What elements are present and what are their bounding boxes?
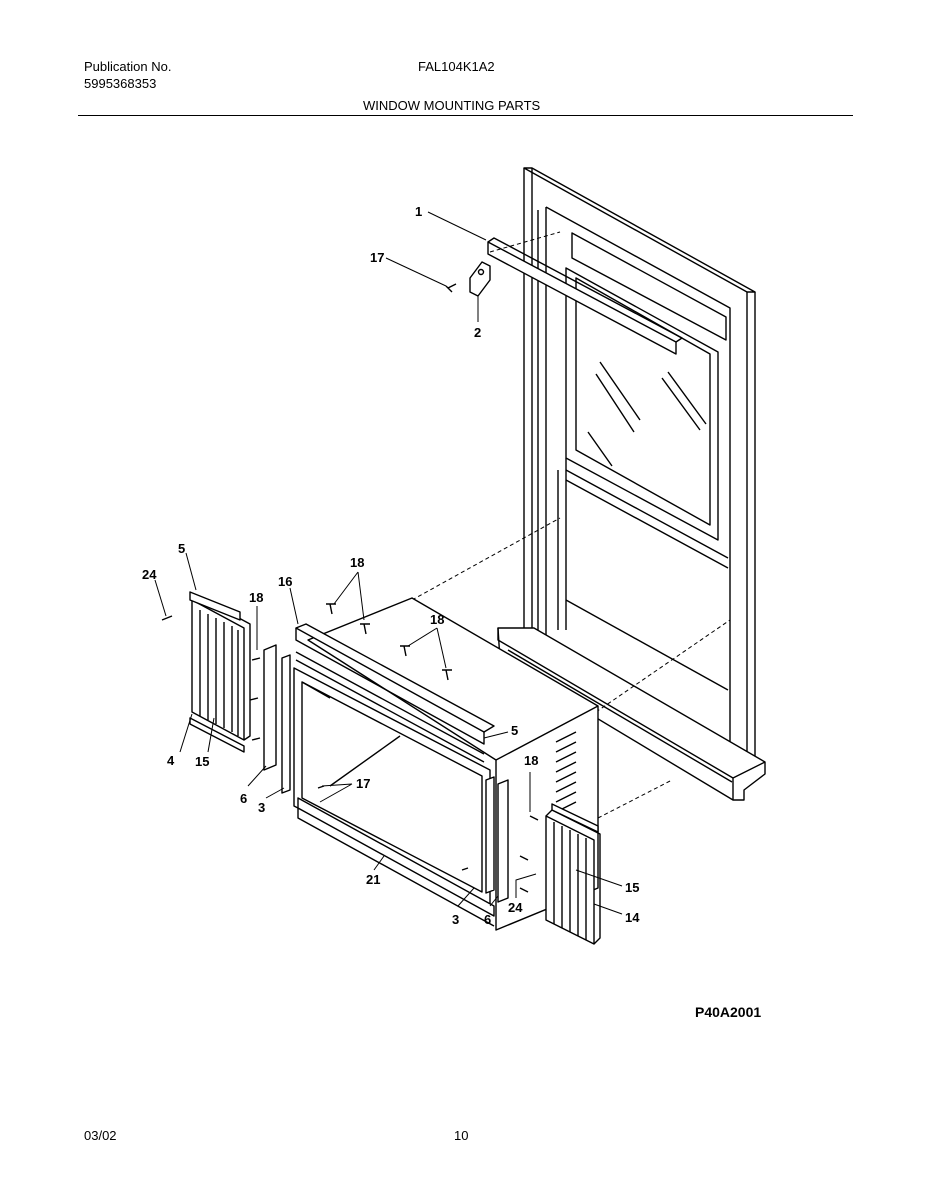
callout-21: 21 (366, 872, 380, 887)
right-curtain-panel (545, 803, 601, 945)
callout-4: 4 (167, 753, 175, 768)
callout-14: 14 (625, 910, 640, 925)
footer-date: 03/02 (84, 1128, 117, 1143)
right-seals (485, 776, 509, 903)
top-rail-and-bracket (445, 237, 683, 355)
left-seals (249, 644, 291, 794)
callout-3-left: 3 (258, 800, 265, 815)
callout-labels: 1 17 2 5 24 18 16 18 18 4 15 6 3 17 5 18… (142, 204, 640, 927)
leader-lines (154, 211, 623, 915)
callout-24-left: 24 (142, 567, 157, 582)
callout-18-mid: 18 (430, 612, 444, 627)
callout-18-right: 18 (524, 753, 538, 768)
window-frame (497, 167, 766, 801)
construction-lines (411, 231, 731, 819)
section-title: WINDOW MOUNTING PARTS (363, 98, 541, 113)
publication-number: 5995368353 (84, 76, 157, 91)
figure-code: P40A2001 (695, 1004, 762, 1020)
callout-1: 1 (415, 204, 422, 219)
cabinet (293, 597, 599, 931)
callout-5-left: 5 (178, 541, 185, 556)
callout-17-top: 17 (370, 250, 384, 265)
callout-6-right: 6 (484, 912, 491, 927)
callout-5-right: 5 (511, 723, 518, 738)
callout-18-left: 18 (249, 590, 263, 605)
callout-6-left: 6 (240, 791, 247, 806)
callout-24-right: 24 (508, 900, 523, 915)
callout-18-top: 18 (350, 555, 364, 570)
callout-3-right: 3 (452, 912, 459, 927)
publication-label: Publication No. (84, 59, 172, 74)
model-number: FAL104K1A2 (418, 59, 495, 74)
callout-2: 2 (474, 325, 481, 340)
callout-17-inner: 17 (356, 776, 370, 791)
screws (161, 603, 539, 893)
callout-15-right: 15 (625, 880, 639, 895)
footer-page-number: 10 (454, 1128, 469, 1143)
callout-15-left: 15 (195, 754, 209, 769)
header-rule (78, 115, 853, 116)
left-curtain-panel (189, 591, 251, 753)
callout-16: 16 (278, 574, 292, 589)
